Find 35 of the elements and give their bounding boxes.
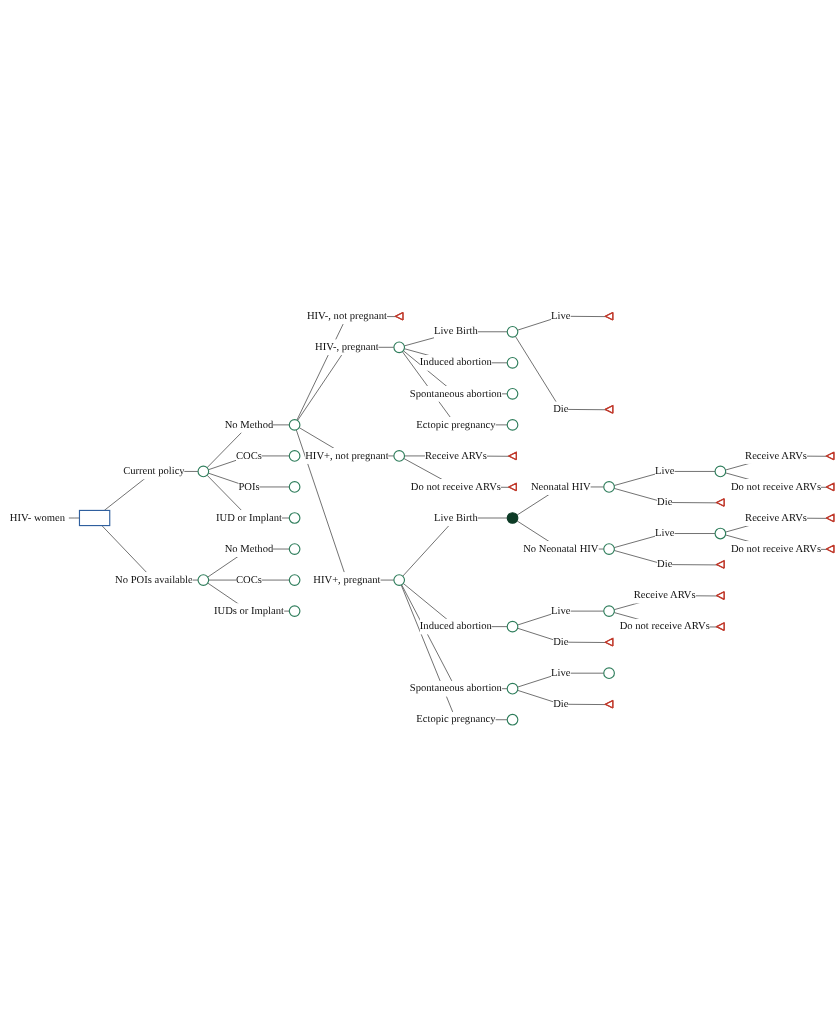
node-circle	[506, 682, 519, 695]
connector	[613, 488, 720, 504]
node-circle	[288, 574, 301, 586]
node-circle	[393, 574, 406, 586]
node-circle	[288, 450, 301, 462]
node-circle	[714, 527, 727, 540]
connector	[613, 550, 720, 566]
node-circle	[288, 543, 301, 555]
node-circle	[506, 512, 519, 524]
node-circle	[506, 325, 519, 338]
node-circle	[393, 341, 406, 354]
connector	[514, 335, 608, 411]
node-box	[78, 509, 111, 527]
connector	[402, 517, 508, 577]
node-circle	[506, 356, 519, 369]
connector	[517, 315, 608, 331]
connector	[517, 627, 608, 643]
node-circle	[506, 419, 519, 431]
node-circle	[603, 605, 615, 617]
node-circle	[197, 465, 210, 478]
node-circle	[506, 388, 519, 400]
node-circle	[506, 620, 519, 633]
node-circle	[393, 450, 406, 462]
node-circle	[714, 465, 727, 478]
node-circle	[288, 481, 301, 493]
connector	[517, 689, 608, 705]
node-circle	[197, 574, 210, 586]
connector	[401, 351, 508, 426]
node-circle	[603, 543, 615, 555]
node-circle	[603, 667, 615, 680]
node-circle	[288, 605, 301, 617]
node-circle	[506, 713, 519, 726]
node-circle	[603, 481, 615, 493]
node-circle	[288, 512, 301, 524]
node-circle	[288, 419, 301, 431]
